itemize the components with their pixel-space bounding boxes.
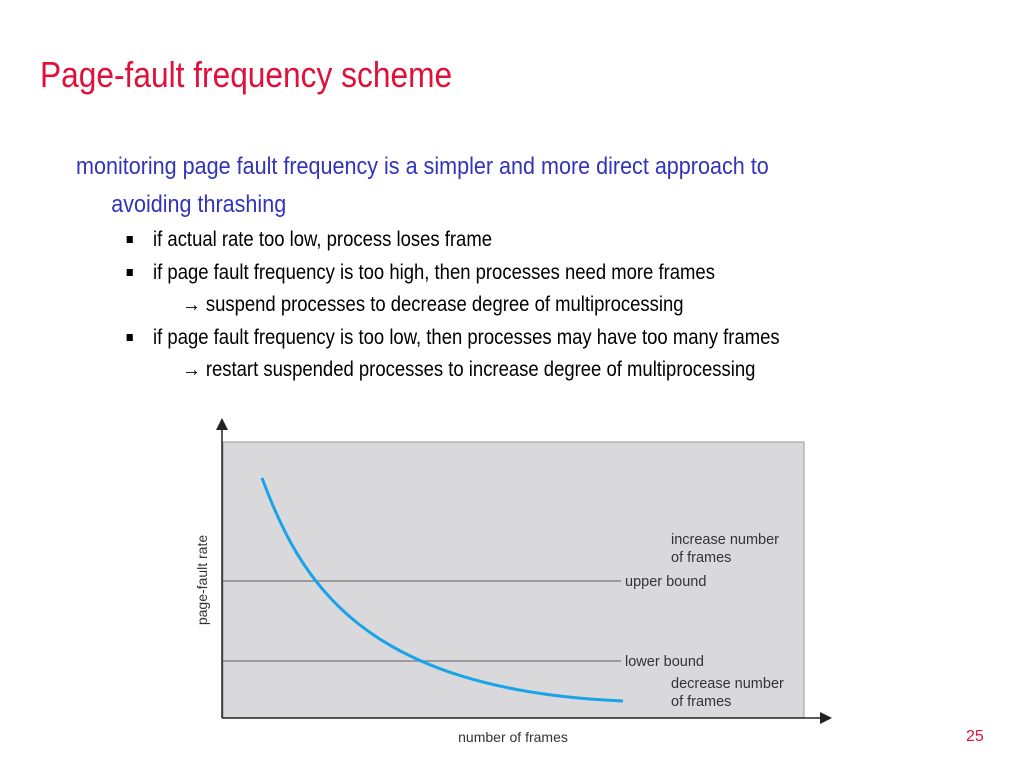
right-arrow-icon: → (182, 358, 201, 382)
square-bullet-icon (126, 333, 133, 341)
y-axis-label: page-fault rate (194, 535, 210, 625)
slide-title: Page-fault frequency scheme (40, 54, 453, 95)
square-bullet-icon (126, 268, 133, 276)
lower-bound-label: lower bound (625, 654, 704, 670)
bullet-item: if actual rate too low, process loses fr… (124, 224, 780, 257)
increase-label-line-1: increase number (671, 532, 779, 548)
bullet-item: if page fault frequency is too high, the… (124, 257, 780, 290)
plot-area (222, 441, 805, 719)
increase-label-line-2: of frames (671, 550, 731, 566)
page-number: 25 (966, 728, 984, 745)
arrow-item: →suspend processes to decrease degree of… (182, 293, 684, 317)
right-arrow-icon: → (182, 293, 201, 317)
square-bullet-icon (126, 236, 133, 243)
page-fault-curve (260, 477, 624, 703)
main-point-text: monitoring page fault frequency is a sim… (76, 148, 868, 224)
upper-bound-label: upper bound (625, 574, 706, 590)
arrow-item: →restart suspended processes to increase… (182, 358, 756, 382)
decrease-label-line-2: of frames (671, 694, 731, 710)
main-point-line-2: avoiding thrashing (111, 191, 287, 218)
sub-bullet-list: if actual rate too low, process loses fr… (124, 224, 780, 387)
x-axis-label: number of frames (458, 729, 568, 745)
bullet-item: if page fault frequency is too low, then… (124, 322, 780, 355)
main-point-line-1: monitoring page fault frequency is a sim… (76, 153, 769, 180)
decrease-label-line-1: decrease number (671, 676, 784, 692)
